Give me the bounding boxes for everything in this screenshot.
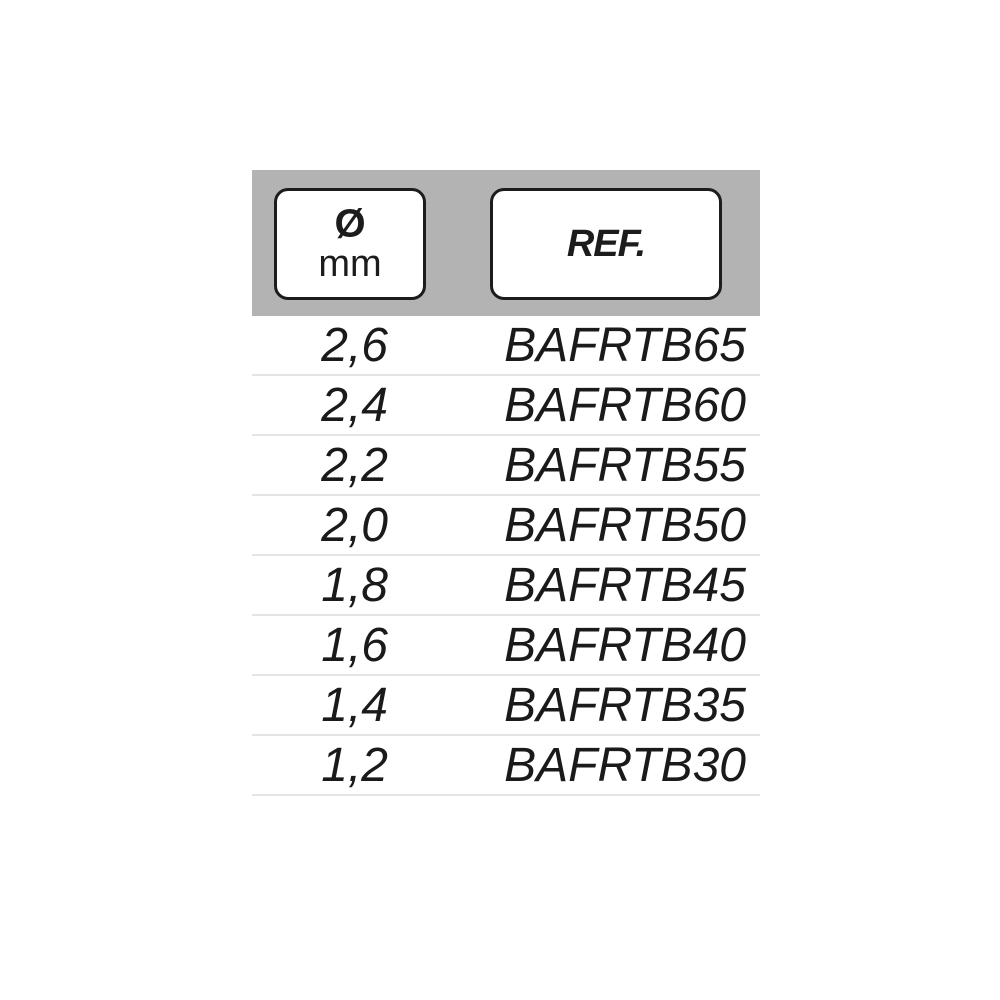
row-diameter: 2,6: [321, 319, 388, 372]
row-diameter: 2,2: [321, 439, 388, 492]
row-diameter: 2,4: [321, 379, 388, 432]
row-diameter: 2,0: [321, 499, 388, 552]
ref-label: REF.: [566, 222, 646, 265]
table-row: 2,4 BAFRTB60: [252, 376, 760, 436]
table-body: 2,6 BAFRTB65 2,4 BAFRTB60 2,2 BAFRTB55 2…: [252, 316, 760, 796]
table-row: 1,4 BAFRTB35: [252, 676, 760, 736]
row-ref: BAFRTB55: [504, 439, 746, 492]
row-ref: BAFRTB40: [504, 619, 746, 672]
header-ref-cell: REF.: [490, 188, 722, 300]
table-row: 2,6 BAFRTB65: [252, 316, 760, 376]
row-diameter: 1,2: [321, 739, 388, 792]
table-row: 2,2 BAFRTB55: [252, 436, 760, 496]
row-diameter: 1,6: [321, 619, 388, 672]
row-ref: BAFRTB65: [504, 319, 746, 372]
row-diameter: 1,8: [321, 559, 388, 612]
table-row: 2,0 BAFRTB50: [252, 496, 760, 556]
row-ref: BAFRTB35: [504, 679, 746, 732]
table-row: 1,6 BAFRTB40: [252, 616, 760, 676]
reference-table: Ø mm REF. 2,6 BAFRTB65 2,4 BAFRTB60 2,2 …: [252, 170, 760, 796]
row-ref: BAFRTB30: [504, 739, 746, 792]
row-ref: BAFRTB45: [504, 559, 746, 612]
row-diameter: 1,4: [321, 679, 388, 732]
table-row: 1,8 BAFRTB45: [252, 556, 760, 616]
table-header: Ø mm REF.: [252, 170, 760, 316]
header-diameter-cell: Ø mm: [274, 188, 426, 300]
row-ref: BAFRTB50: [504, 499, 746, 552]
diameter-unit: mm: [318, 243, 382, 285]
table-row: 1,2 BAFRTB30: [252, 736, 760, 796]
diameter-symbol: Ø: [334, 202, 366, 246]
row-ref: BAFRTB60: [504, 379, 746, 432]
